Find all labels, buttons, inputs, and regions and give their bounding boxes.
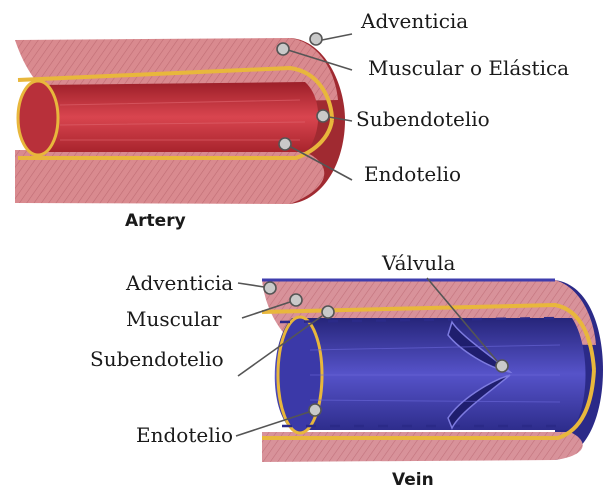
artery-muscular-marker [277,43,289,55]
vein-endotelio-marker [309,404,321,416]
artery-adventicia-leader [322,34,352,40]
vein-endotelio-label: Endotelio [136,423,233,447]
vein-muscular-label: Muscular [126,307,222,331]
artery-lumen [33,82,319,152]
artery-adventicia-label: Adventicia [360,9,468,33]
vein-valvula-label: Válvula [381,251,456,275]
vein-subendotelio-marker [322,306,334,318]
artery-endotelio-marker [279,138,291,150]
artery-adventicia-marker [310,33,322,45]
artery-caption: Artery [125,211,186,231]
artery-subendotelio-marker [317,110,329,122]
vein-caption: Vein [392,470,434,490]
artery-subendotelio-label: Subendotelio [356,107,490,131]
vein-illustration [262,280,603,462]
vein-adventicia-label: Adventicia [125,271,233,295]
vein-subendotelio-label: Subendotelio [90,347,224,371]
artery-muscular-label: Muscular o Elástica [368,56,569,80]
artery-illustration [15,38,345,204]
vein-adventicia-marker [264,282,276,294]
artery-endotelio-label: Endotelio [364,162,461,186]
vein-muscular-marker [290,294,302,306]
artery-opening [18,81,58,155]
vein-adventicia-leader [238,283,264,287]
vein-valvula-marker [496,360,508,372]
